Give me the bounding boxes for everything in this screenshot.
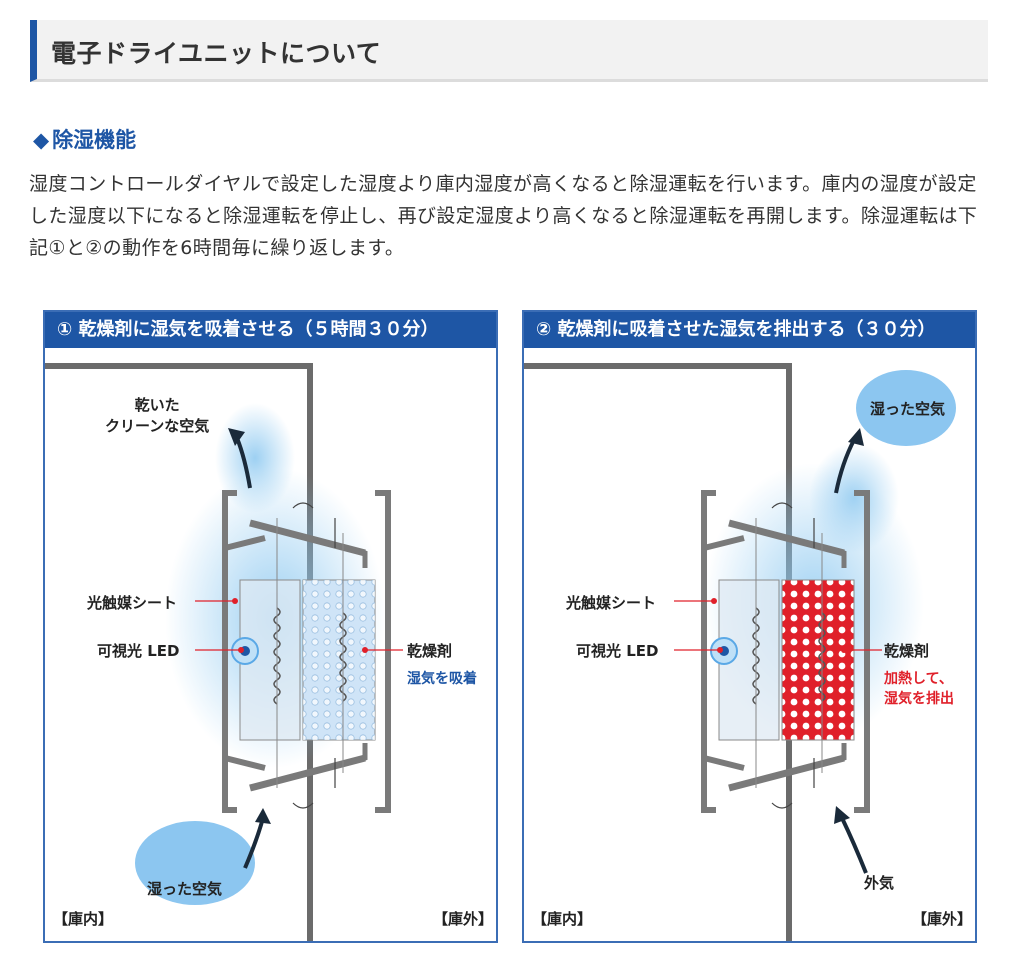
led-label: 可視光 LED xyxy=(97,642,180,660)
sub-title: ◆除湿機能 xyxy=(33,124,136,154)
leader-dot xyxy=(362,647,368,653)
dry-air-label: 乾いた クリーンな空気 xyxy=(105,394,209,436)
airflow-arrow-in xyxy=(840,817,868,874)
arrow-head-icon xyxy=(255,808,271,824)
unit-frame-left xyxy=(701,490,716,813)
leader-dot xyxy=(841,647,847,653)
desiccant-heated xyxy=(781,579,855,741)
leader-dot xyxy=(238,647,244,653)
baffle-inner xyxy=(224,535,266,771)
airflow-arrow-out xyxy=(834,439,856,494)
desiccant-note: 湿気を吸着 xyxy=(407,671,477,687)
release-diagram xyxy=(524,363,956,941)
baffle-right xyxy=(309,535,368,776)
panel-title: ② 乾燥剤に吸着させた湿気を排出する（３０分） xyxy=(524,312,975,348)
desiccant-label: 乾燥剤 xyxy=(884,642,930,660)
dry-air-line2: クリーンな空気 xyxy=(105,417,210,435)
inside-label: 【庫内】 xyxy=(53,910,114,928)
inside-label: 【庫内】 xyxy=(532,910,593,928)
leader-dot xyxy=(717,647,723,653)
desiccant-pattern xyxy=(303,580,375,740)
small-flow-arrows xyxy=(771,502,815,809)
unit-frame-right xyxy=(375,490,391,813)
leader-dot xyxy=(711,598,717,604)
desiccant-note-line2: 湿気を排出 xyxy=(884,691,954,707)
baffle-right xyxy=(788,535,847,776)
heater-coil xyxy=(818,612,826,702)
heater-coil xyxy=(339,612,347,702)
cabinet-wall xyxy=(524,363,792,941)
unit-frame-right xyxy=(854,490,870,813)
dry-air-line1: 乾いた xyxy=(134,396,180,414)
humid-air-label: 湿った空気 xyxy=(870,400,946,418)
humid-cloud xyxy=(135,821,255,905)
diamond-marker-icon: ◆ xyxy=(33,128,50,152)
small-flow-arrows xyxy=(292,502,336,809)
outside-air-label: 外気 xyxy=(864,874,895,892)
unit-frame-left xyxy=(222,490,237,813)
section-header: 電子ドライユニットについて xyxy=(30,20,988,82)
airflow-arrow-up xyxy=(235,437,252,489)
absorb-diagram xyxy=(45,363,403,941)
humid-air-label: 湿った空気 xyxy=(147,880,223,898)
humid-cloud xyxy=(856,370,956,446)
photocatalyst-label: 光触媒シート xyxy=(566,594,657,612)
photocatalyst-label: 光触媒シート xyxy=(87,594,178,612)
baffle-inner xyxy=(703,535,745,771)
sub-title-text: 除湿機能 xyxy=(52,128,137,152)
page-title: 電子ドライユニットについて xyxy=(51,39,382,68)
desiccant-note-line1: 加熱して、 xyxy=(884,671,953,687)
mist-cloud xyxy=(809,443,899,553)
arrow-head-icon xyxy=(848,428,864,446)
diagram-panel-release: ② 乾燥剤に吸着させた湿気を排出する（３０分） xyxy=(522,310,977,943)
desiccant-note: 加熱して、 湿気を排出 xyxy=(884,668,954,708)
desiccant-label: 乾燥剤 xyxy=(407,642,453,660)
panel-title: ① 乾燥剤に湿気を吸着させる（５時間３０分） xyxy=(45,312,496,348)
diagram-panel-absorb: ① 乾燥剤に湿気を吸着させる（５時間３０分） xyxy=(43,310,498,943)
arrow-head-icon xyxy=(228,428,245,446)
description: 湿度コントロールダイヤルで設定した湿度より庫内湿度が高くなると除湿運転を行います… xyxy=(29,173,978,259)
led-label: 可視光 LED xyxy=(576,642,659,660)
arrow-head-icon xyxy=(834,806,850,824)
outside-label: 【庫外】 xyxy=(912,910,973,928)
leader-dot xyxy=(232,598,238,604)
outside-label: 【庫外】 xyxy=(433,910,494,928)
